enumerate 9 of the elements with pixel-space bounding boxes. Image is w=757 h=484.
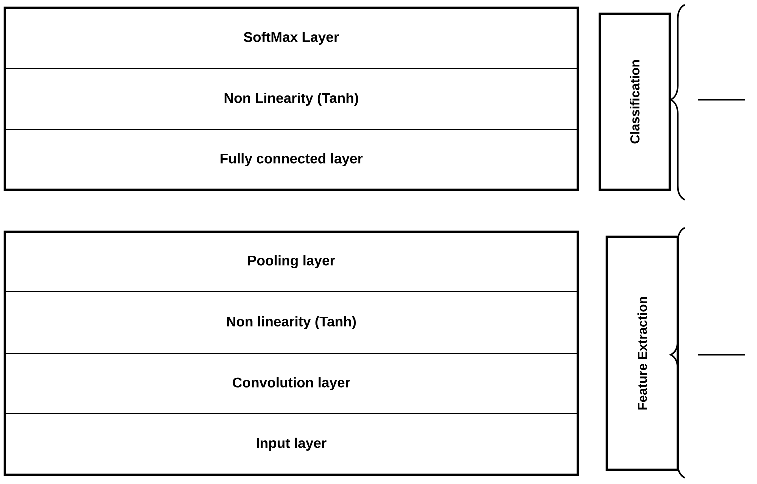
- layer-box: Non linearity (Tanh): [4, 292, 578, 354]
- layer-box: Fully connected layer: [4, 130, 578, 190]
- stage-label-box: Feature Extraction: [606, 236, 680, 472]
- layer-box: Pooling layer: [4, 232, 578, 292]
- layer-box: Input layer: [4, 414, 578, 476]
- stage-label-box: Classification: [598, 12, 672, 192]
- layer-box: Non Linearity (Tanh): [4, 68, 578, 130]
- layer-box: Convolution layer: [4, 354, 578, 414]
- layer-box: SoftMax Layer: [4, 8, 578, 70]
